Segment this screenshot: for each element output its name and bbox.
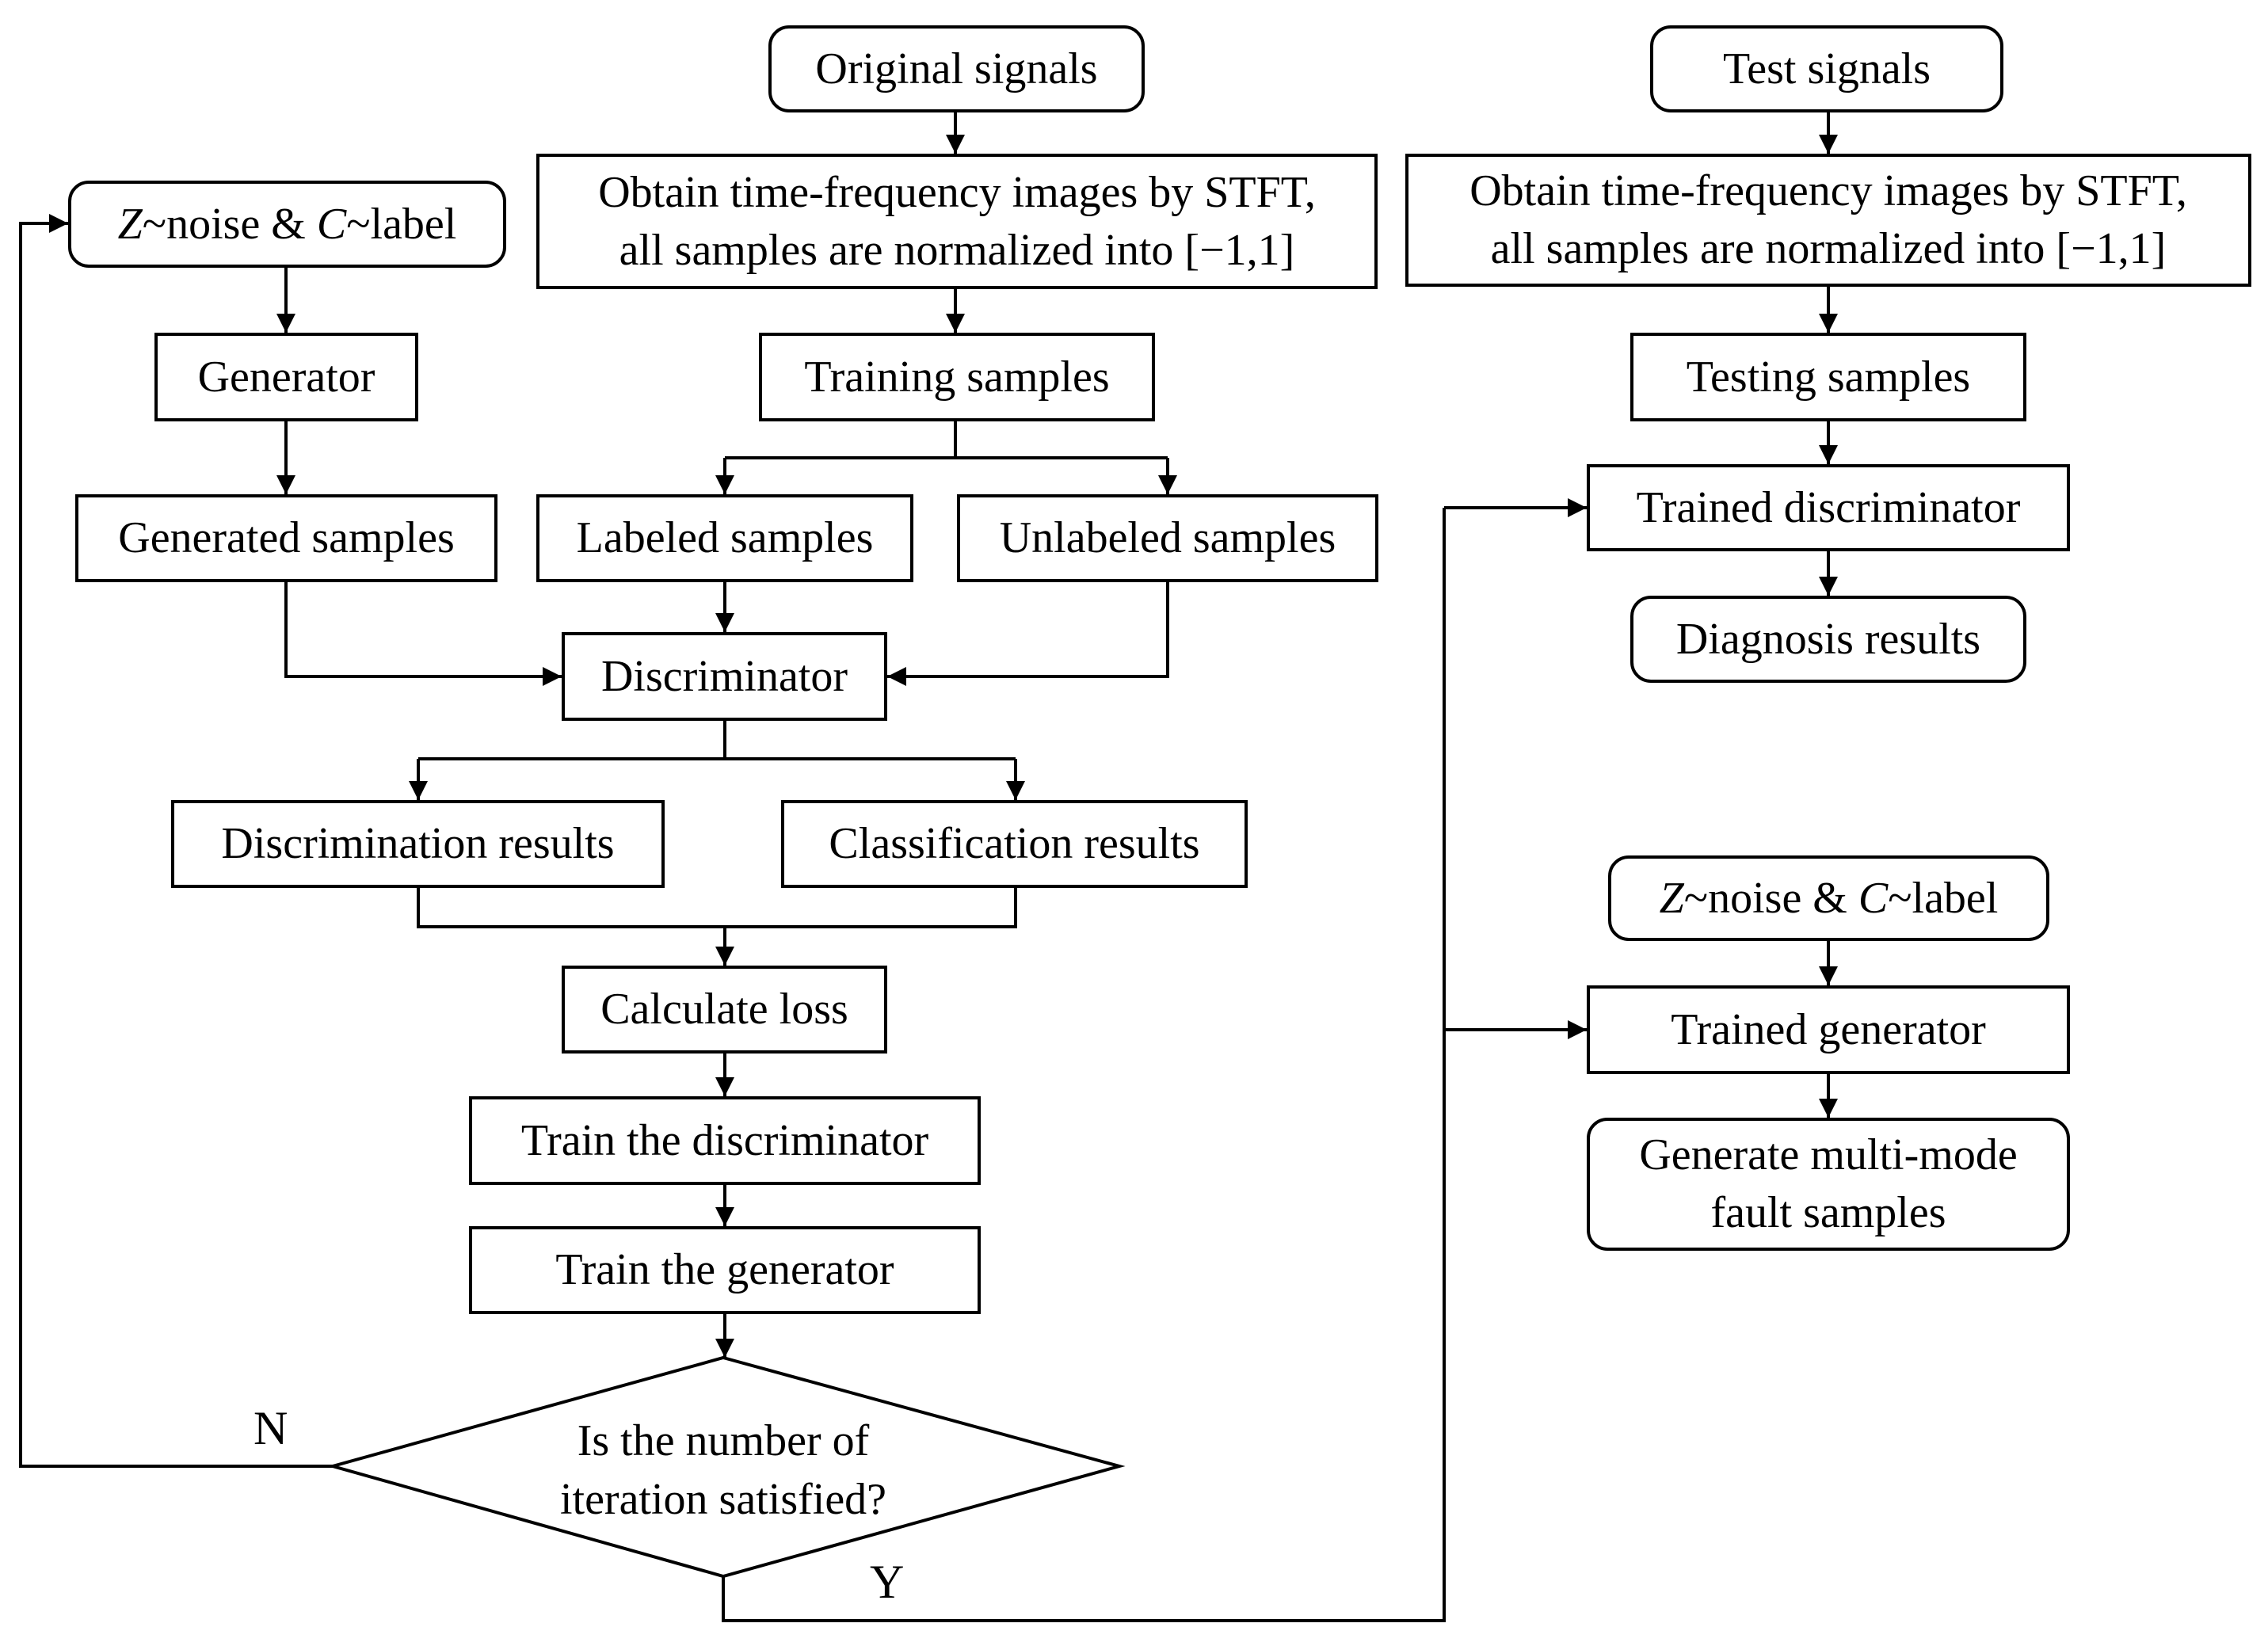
generate-faults-node: Generate multi-mode fault samples (1587, 1118, 2070, 1251)
noise-part: ~noise & (1683, 873, 1858, 923)
decision-text: Is the number of iteration satisfied? (446, 1412, 1001, 1529)
noise-part: ~noise & (142, 199, 317, 249)
noise-label-top-node: Z~noise & C~label (68, 181, 506, 268)
c-symbol: C (316, 199, 347, 249)
merge-results (417, 888, 1017, 928)
noise-label-right-node: Z~noise & C~label (1608, 855, 2049, 941)
unlabeled-samples-label: Unlabeled samples (999, 513, 1336, 563)
z-symbol: Z (117, 199, 143, 249)
loop-no-branch (19, 214, 333, 1468)
testing-samples-label: Testing samples (1686, 352, 1971, 402)
discriminator-label: Discriminator (600, 651, 848, 701)
trained-generator-label: Trained generator (1671, 1004, 1986, 1054)
decision-line1: Is the number of (577, 1416, 870, 1465)
training-samples-label: Training samples (804, 352, 1110, 402)
trained-discriminator-label: Trained discriminator (1636, 482, 2021, 532)
stft-right-line1: Obtain time-frequency images by STFT, (1469, 166, 2187, 216)
z-symbol: Z (1659, 873, 1684, 923)
train-generator-node: Train the generator (469, 1226, 981, 1314)
trained-discriminator-node: Trained discriminator (1587, 464, 2070, 551)
labeled-samples-label: Labeled samples (576, 513, 874, 563)
training-samples-node: Training samples (759, 333, 1155, 421)
stft-right-line2: all samples are normalized into [−1,1] (1490, 224, 2167, 273)
no-branch-label: N (253, 1402, 288, 1454)
decision-line2: iteration satisfied? (559, 1475, 887, 1524)
train-discriminator-label: Train the discriminator (520, 1115, 929, 1165)
generate-faults-line2: fault samples (1710, 1188, 1946, 1237)
original-signals-node: Original signals (768, 25, 1145, 112)
generate-faults-line1: Generate multi-mode (1639, 1130, 2018, 1180)
discrimination-results-node: Discrimination results (171, 800, 665, 888)
original-signals-label: Original signals (815, 44, 1098, 93)
c-symbol: C (1858, 873, 1889, 923)
arrow-generated-to-discriminator (284, 582, 562, 686)
diagnosis-results-node: Diagnosis results (1630, 596, 2026, 683)
trained-generator-node: Trained generator (1587, 985, 2070, 1074)
classification-results-node: Classification results (781, 800, 1248, 888)
test-signals-node: Test signals (1650, 25, 2003, 112)
test-signals-label: Test signals (1722, 44, 1931, 93)
generator-label: Generator (197, 352, 375, 402)
labeled-samples-node: Labeled samples (536, 494, 913, 582)
generated-samples-label: Generated samples (118, 513, 455, 563)
classification-results-label: Classification results (829, 819, 1200, 869)
discriminator-node: Discriminator (562, 632, 887, 721)
label-part: ~label (1888, 873, 1999, 923)
yes-branch-label: Y (870, 1556, 905, 1608)
unlabeled-samples-node: Unlabeled samples (957, 494, 1378, 582)
noise-label-top-text: Z~noise & C~label (118, 196, 457, 253)
diagnosis-results-label: Diagnosis results (1675, 614, 1981, 664)
generator-node: Generator (154, 333, 418, 421)
stft-left-node: Obtain time-frequency images by STFT, al… (536, 154, 1378, 289)
calculate-loss-label: Calculate loss (600, 985, 848, 1034)
arrow-unlabeled-to-discriminator (887, 582, 1169, 686)
train-generator-label: Train the generator (555, 1245, 894, 1295)
discrimination-results-label: Discrimination results (221, 819, 615, 869)
yes-branch-path (722, 508, 1446, 1622)
noise-label-right-text: Z~noise & C~label (1660, 870, 1999, 928)
train-discriminator-node: Train the discriminator (469, 1096, 981, 1185)
stft-left-line1: Obtain time-frequency images by STFT, (598, 167, 1316, 217)
stft-right-node: Obtain time-frequency images by STFT, al… (1405, 154, 2251, 287)
generated-samples-node: Generated samples (75, 494, 497, 582)
testing-samples-node: Testing samples (1630, 333, 2026, 421)
label-part: ~label (346, 199, 457, 249)
calculate-loss-node: Calculate loss (562, 966, 887, 1054)
stft-left-line2: all samples are normalized into [−1,1] (619, 225, 1295, 275)
